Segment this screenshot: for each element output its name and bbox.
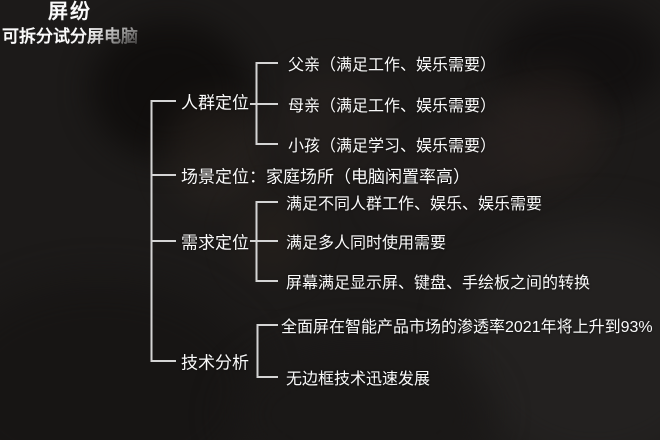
- leaf-demand-multiuser: 满足多人同时使用需要: [286, 235, 447, 252]
- branch-label-people: 人群定位: [181, 93, 249, 113]
- leaf-mother: 母亲（满足工作、娱乐需要）: [288, 98, 497, 115]
- leaf-demand-screen-switch: 屏幕满足显示屏、键盘、手绘板之间的转换: [286, 275, 591, 292]
- leaf-child: 小孩（满足学习、娱乐需要）: [288, 138, 497, 155]
- leaf-father: 父亲（满足工作、娱乐需要）: [288, 57, 497, 74]
- leaf-demand-groups: 满足不同人群工作、娱乐、娱乐需要: [286, 196, 543, 213]
- branch-label-demand: 需求定位: [181, 233, 249, 253]
- branch-label-tech: 技术分析: [181, 353, 249, 373]
- branch-label-scene: 场景定位：家庭场所（电脑闲置率高）: [181, 167, 470, 187]
- leaf-tech-fullscreen-penetration: 全面屏在智能产品市场的渗透率2021年将上升到93%: [281, 319, 653, 336]
- root-title: 屏纷: [48, 1, 92, 23]
- leaf-tech-bezelless: 无边框技术迅速发展: [286, 371, 431, 388]
